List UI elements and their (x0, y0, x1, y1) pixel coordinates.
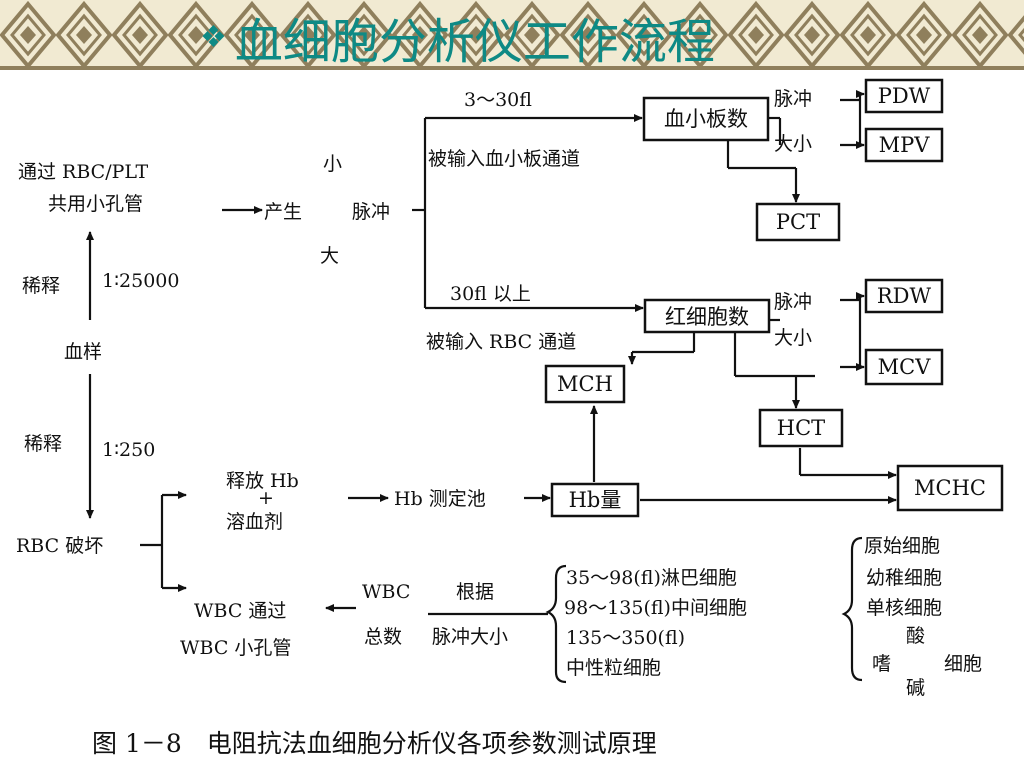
range-mid-cell: 98～135(fl)中间细胞 (564, 597, 747, 619)
svg-text:MCHC: MCHC (914, 476, 986, 500)
small-pulse-label: 小 (323, 153, 342, 175)
lysing-agent-label: 溶血剂 (226, 511, 283, 533)
rbc-pulse-label: 脉冲 (774, 291, 812, 313)
svg-text:Hb量: Hb量 (569, 488, 622, 512)
pct-box: PCT (755, 202, 841, 242)
svg-text:MPV: MPV (879, 133, 931, 157)
mpv-box: MPV (864, 127, 944, 163)
wbc-count-top: WBC (362, 581, 410, 603)
base-char: 碱 (906, 677, 925, 699)
range-lymphocyte: 35～98(fl)淋巴细胞 (566, 567, 737, 589)
rdw-box: RDW (864, 278, 944, 314)
rbc-lysis-label: RBC 破坏 (16, 535, 103, 557)
mcv-box: MCV (864, 348, 944, 386)
svg-text:PCT: PCT (776, 210, 820, 234)
diamond-bullet-icon: ❖ (200, 19, 227, 55)
wbc-pulse-size-label: 脉冲大小 (432, 626, 508, 648)
connector-lines (86, 90, 897, 616)
svg-text:血小板数: 血小板数 (664, 107, 748, 131)
sample-label: 血样 (64, 341, 102, 363)
mch-box: MCH (544, 364, 626, 404)
figure-caption: 图 1－8 电阻抗法血细胞分析仪各项参数测试原理 (92, 729, 657, 758)
title-banner (0, 0, 1024, 70)
wbc-count-bottom: 总数 (364, 626, 402, 648)
flow-diagram: 血小板数 PDW MPV PCT 红细胞数 RDW MCV MCH HCT MC… (16, 78, 1004, 758)
range-neutrophil-size: 135～350(fl) (566, 627, 685, 649)
mid-cell-immature: 幼稚细胞 (866, 567, 942, 589)
hb-pool-label: Hb 测定池 (394, 488, 486, 510)
plus-sign: + (258, 487, 274, 509)
rbc-channel-label: 被输入 RBC 通道 (426, 331, 576, 353)
hb-amount-box: Hb量 (550, 482, 640, 518)
rbc-size-label: 大小 (774, 327, 812, 349)
aperture-label-line1: 通过 RBC/PLT (18, 161, 148, 183)
svg-text:红细胞数: 红细胞数 (665, 305, 749, 329)
range-brace (545, 564, 567, 684)
release-hb-label: 释放 Hb (226, 470, 299, 492)
ratio-lower-label: 1∶250 (102, 439, 155, 461)
platelet-count-box: 血小板数 (642, 96, 770, 142)
mid-cell-monocyte: 单核细胞 (866, 597, 942, 619)
slide-title-text: 血细胞分析仪工作流程 (234, 14, 715, 70)
range-neutrophil-label: 中性粒细胞 (566, 657, 661, 679)
platelet-pulse-label: 脉冲 (774, 88, 812, 110)
large-pulse-label: 大 (320, 245, 339, 267)
mchc-box: MCHC (896, 464, 1004, 512)
rbc-count-box: 红细胞数 (643, 298, 771, 334)
pdw-box: PDW (864, 78, 944, 114)
pulse-label: 脉冲 (352, 201, 390, 223)
platelet-channel-label: 被输入血小板通道 (428, 148, 580, 170)
platelet-range-label: 3～30fl (464, 89, 532, 111)
svg-text:HCT: HCT (777, 416, 825, 440)
wbc-through-label: WBC 通过 (194, 600, 286, 622)
eos-char: 嗜 (872, 653, 891, 675)
dilute-upper-label: 稀释 (22, 275, 60, 297)
svg-text:MCH: MCH (557, 372, 613, 396)
ratio-upper-label: 1∶25000 (102, 270, 179, 292)
svg-text:RDW: RDW (877, 284, 932, 308)
generate-label: 产生 (264, 201, 302, 223)
cell-char: 细胞 (944, 653, 982, 675)
cell-type-brace (841, 536, 863, 682)
mid-cell-blast: 原始细胞 (864, 535, 940, 557)
rbc-range-label: 30fl 以上 (450, 283, 531, 305)
svg-text:PDW: PDW (878, 84, 931, 108)
svg-text:MCV: MCV (878, 355, 932, 379)
aperture-label-line2: 共用小孔管 (48, 193, 143, 215)
platelet-size-label: 大小 (774, 133, 812, 155)
wbc-basis-label: 根据 (456, 581, 494, 603)
acid-char: 酸 (906, 625, 925, 647)
hct-box: HCT (758, 408, 844, 448)
slide-title: ❖ 血细胞分析仪工作流程 (200, 8, 715, 70)
dilute-lower-label: 稀释 (24, 433, 62, 455)
wbc-aperture-label: WBC 小孔管 (180, 637, 291, 659)
